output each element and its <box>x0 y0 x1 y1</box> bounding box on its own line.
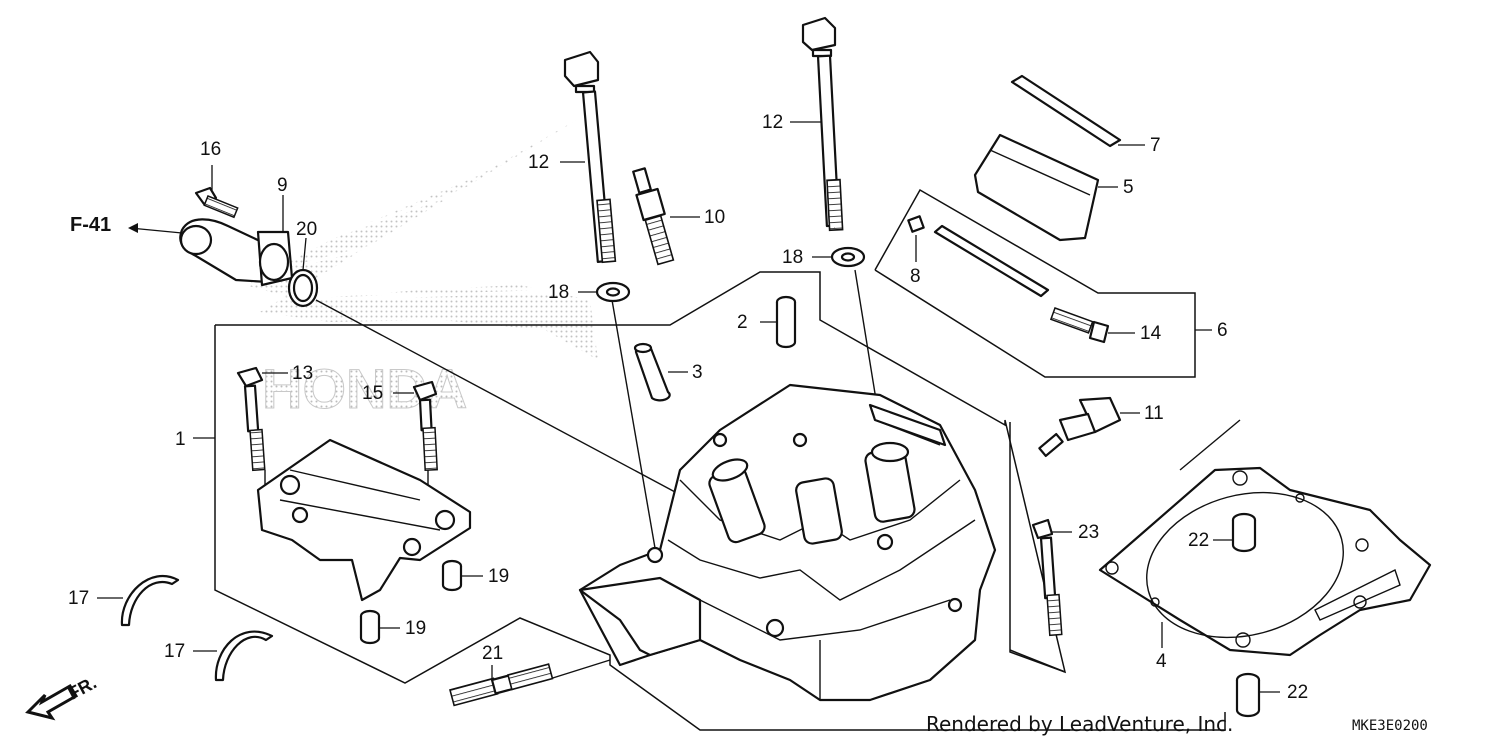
dowel-22-upper <box>1231 512 1257 553</box>
callout-17-lower: 17 <box>164 641 186 662</box>
callout-21: 21 <box>482 643 504 664</box>
front-arrow-icon <box>25 683 79 721</box>
callout-17-upper: 17 <box>68 588 90 609</box>
head-gasket-4 <box>1098 466 1432 657</box>
diagram-code: MKE3E0200 <box>1352 718 1428 734</box>
washer-18-left <box>595 281 631 303</box>
reference-arrow <box>128 223 183 234</box>
washer-18-right <box>830 246 866 268</box>
callout-19-lower: 19 <box>405 618 427 639</box>
callout-19-upper: 19 <box>488 566 510 587</box>
dowel-pin-2 <box>775 295 797 349</box>
callout-13: 13 <box>292 363 314 384</box>
callout-2: 2 <box>737 312 748 333</box>
cylinder-head-bolt-left <box>563 50 617 264</box>
callout-8: 8 <box>910 266 921 287</box>
cylinder-head-bolt-right <box>801 16 844 232</box>
callout-4: 4 <box>1156 651 1167 672</box>
rod-7 <box>1010 74 1122 148</box>
spark-plug <box>632 167 675 266</box>
cylinder-head <box>578 383 997 702</box>
stud-bolt-21 <box>449 663 554 707</box>
callout-1: 1 <box>175 429 186 450</box>
callout-12-right: 12 <box>762 112 784 133</box>
dowel-19-upper <box>441 559 463 592</box>
callout-18-left: 18 <box>548 282 570 303</box>
part-8 <box>907 215 1050 298</box>
callout-23: 23 <box>1078 522 1100 543</box>
water-joint-9 <box>179 218 294 287</box>
assembly-outline-6 <box>874 188 1196 378</box>
honda-wing-watermark <box>245 118 598 360</box>
callout-11: 11 <box>1144 403 1164 424</box>
callout-15: 15 <box>362 383 384 404</box>
callout-22-lower: 22 <box>1287 682 1309 703</box>
callout-12-left: 12 <box>528 152 550 173</box>
bolt-13 <box>236 366 266 472</box>
callout-6: 6 <box>1217 320 1228 341</box>
reference-label-f41: F-41 <box>70 214 112 236</box>
tensioner-body-5 <box>973 133 1100 242</box>
callout-14: 14 <box>1140 323 1162 344</box>
dowel-22-lower <box>1235 672 1261 718</box>
render-credit: Rendered by LeadVenture, Inc. <box>926 712 1234 736</box>
callout-10: 10 <box>704 207 726 228</box>
callout-5: 5 <box>1123 177 1134 198</box>
bolt-23 <box>1031 518 1063 637</box>
half-moon-plug-17-upper <box>120 574 180 627</box>
callout-3: 3 <box>692 362 703 383</box>
callout-18-right: 18 <box>782 247 804 268</box>
bolt-14 <box>1049 307 1110 344</box>
o-ring-20 <box>287 268 319 308</box>
dowel-19-lower <box>359 609 381 645</box>
bolt-16 <box>194 186 239 219</box>
leader-lines <box>97 121 1280 693</box>
half-moon-plug-17-lower <box>214 630 274 682</box>
callout-20: 20 <box>296 219 318 240</box>
valve-guide-3 <box>633 342 671 402</box>
bolt-15 <box>412 380 438 472</box>
callout-7: 7 <box>1150 135 1161 156</box>
callout-16: 16 <box>200 139 222 160</box>
callout-22-upper: 22 <box>1188 530 1210 551</box>
camshaft-holder <box>256 438 472 602</box>
callout-9: 9 <box>277 175 288 196</box>
sensor-11 <box>1038 396 1122 458</box>
